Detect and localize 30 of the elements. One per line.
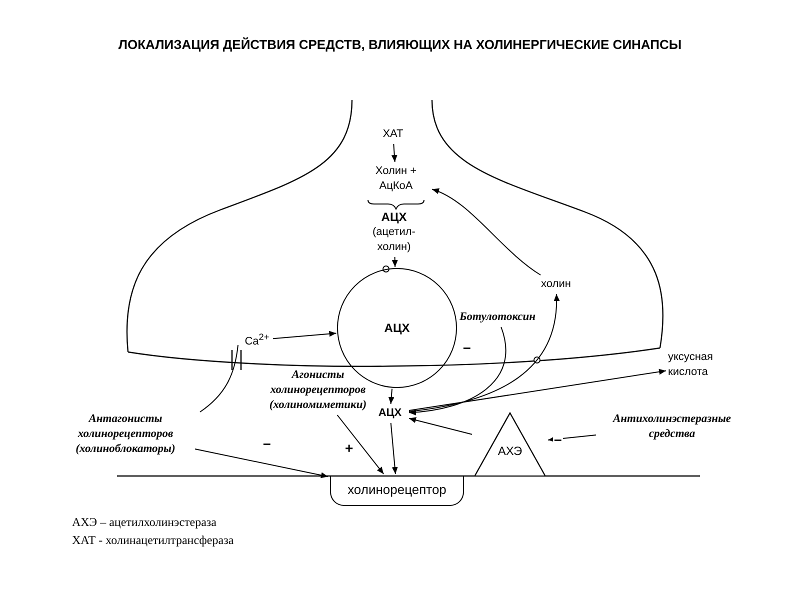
receptor-box: холинорецептор bbox=[330, 476, 464, 506]
note-text: ХАТ - холинацетилтрансфераза bbox=[72, 533, 234, 548]
arrow bbox=[388, 388, 394, 404]
arrow bbox=[392, 256, 398, 268]
arrow bbox=[272, 330, 337, 340]
drug-label: Ботулотоксин bbox=[450, 310, 545, 325]
node-label: холин bbox=[536, 277, 576, 292]
arrow bbox=[432, 188, 542, 276]
arrow bbox=[194, 448, 328, 478]
arrow bbox=[408, 294, 560, 412]
drug-label: Антагонисты холинорецепторов (холиноблокаторы) bbox=[58, 412, 193, 457]
node-label: АХЭ bbox=[496, 444, 524, 459]
arrow bbox=[408, 326, 506, 416]
node-label: уксусная кислота bbox=[668, 350, 738, 380]
node-label: (ацетил-холин) bbox=[372, 225, 416, 255]
arrow bbox=[390, 422, 398, 474]
node-label: ХАТ bbox=[378, 127, 408, 142]
arrow bbox=[336, 414, 384, 474]
node-label: Ca$^{2+}$ bbox=[243, 330, 271, 350]
note-text: АХЭ – ацетилхолинэстераза bbox=[72, 515, 216, 530]
arrow bbox=[408, 368, 666, 412]
arrow bbox=[408, 417, 472, 435]
arrow bbox=[391, 144, 398, 162]
drug-label: Антихолинэстеразные средства bbox=[598, 412, 746, 442]
node-label: Холин + АцКоА bbox=[362, 164, 430, 194]
node-label: АЦХ bbox=[380, 210, 408, 225]
node-label: АЦХ bbox=[373, 406, 407, 421]
enzyme-triangle bbox=[474, 412, 546, 476]
arrow bbox=[548, 434, 596, 442]
diagram-title: ЛОКАЛИЗАЦИЯ ДЕЙСТВИЯ СРЕДСТВ, ВЛИЯЮЩИХ НА ХОЛИНЕРГИЧЕСКИЕ СИНАПСЫ bbox=[117, 37, 683, 52]
